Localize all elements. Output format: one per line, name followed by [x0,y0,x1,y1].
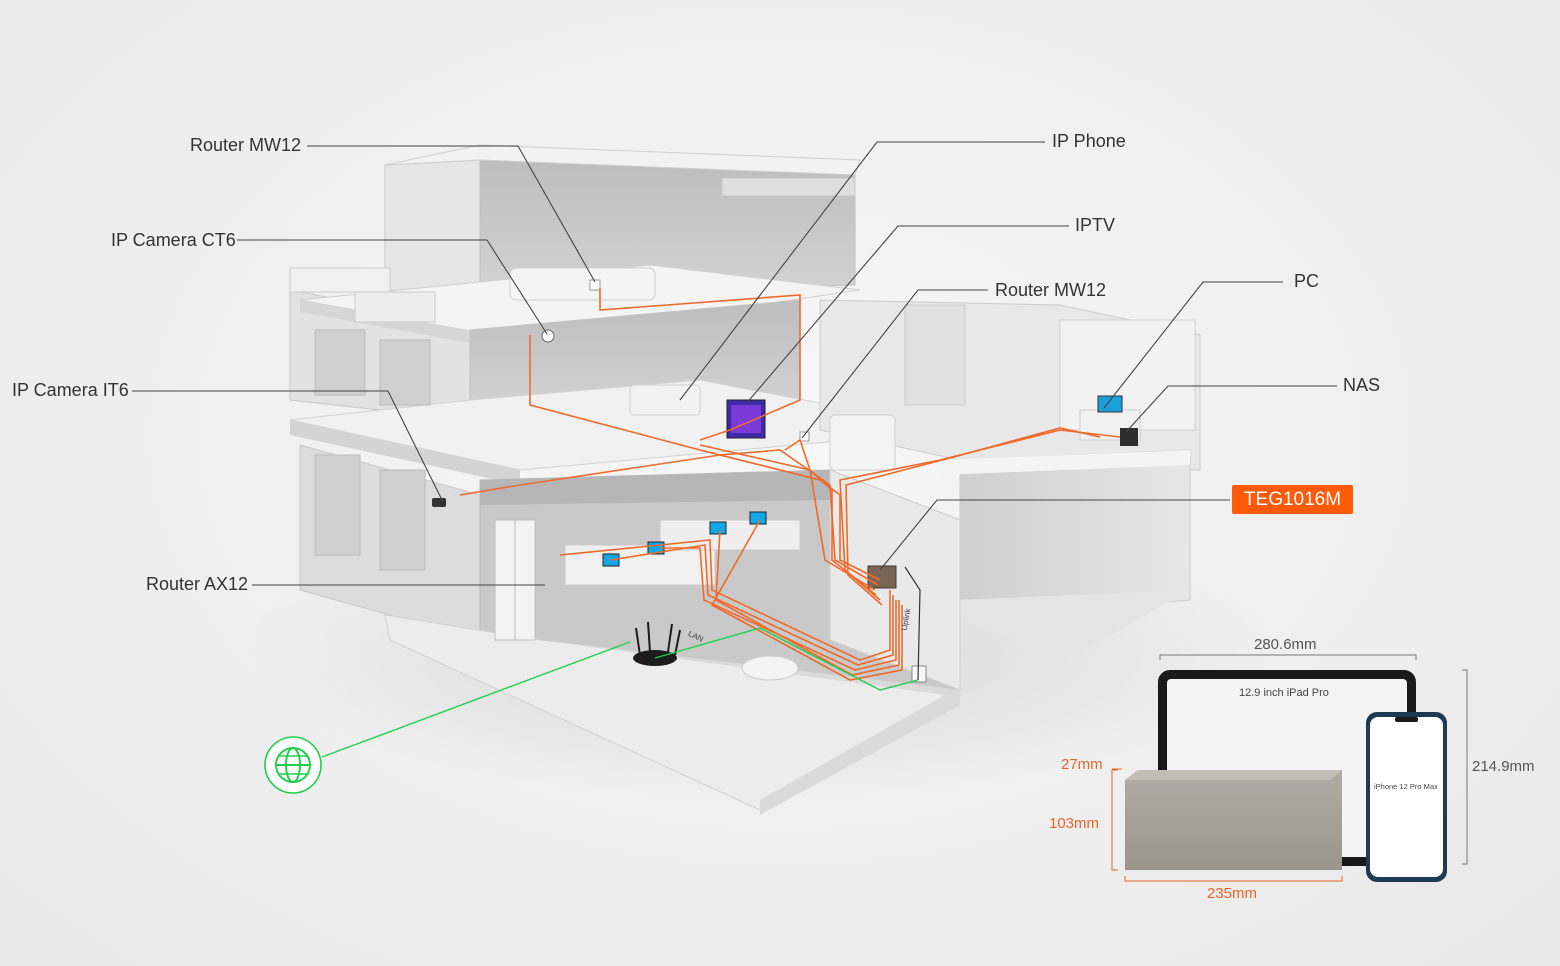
switch-height-label: 103mm [1049,815,1100,832]
label-ip-camera-ct6: IP Camera CT6 [111,230,236,250]
label-router-ax12: Router AX12 [146,574,249,594]
label-pc: PC [1294,271,1320,291]
switch-width-label: 235mm [1207,885,1258,902]
label-nas: NAS [1343,375,1381,395]
size-comparison [1111,654,1468,882]
ipad-name-label: 12.9 inch iPad Pro [1239,687,1329,699]
label-switch-highlight: TEG1016M [1232,485,1353,514]
building [289,144,1201,815]
label-ip-phone: IP Phone [1052,131,1126,151]
internet-cabling [321,566,921,758]
label-router-mw12-mid: Router MW12 [995,280,1107,300]
ipad-width-label: 280.6mm [1254,636,1317,653]
label-ip-camera-it6: IP Camera IT6 [12,380,129,400]
cabling [459,288,1121,681]
switch-depth-label: 27mm [1061,756,1103,773]
leader-lines [132,141,1337,586]
furniture [509,267,1141,681]
label-router-mw12-top: Router MW12 [190,135,302,155]
iphone-name-label: iPhone 12 Pro Max [1374,782,1438,791]
label-iptv: IPTV [1075,215,1116,235]
ipad-height-label: 214.9mm [1472,758,1535,775]
globe-icon [264,736,322,794]
switch-box [1125,770,1342,870]
